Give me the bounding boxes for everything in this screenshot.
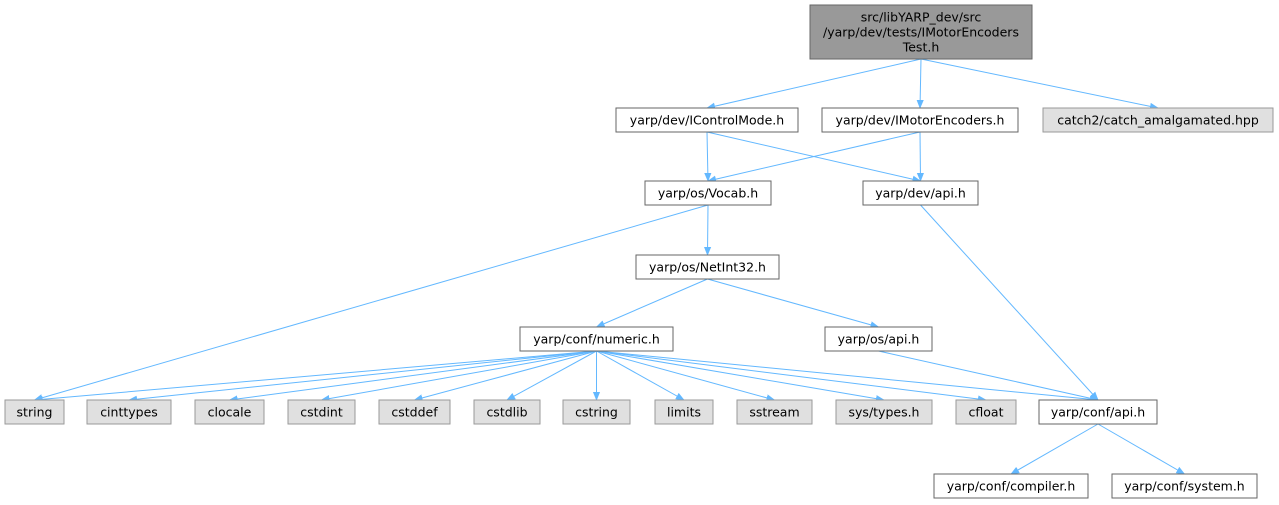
node-label: yarp/os/Vocab.h <box>658 186 758 201</box>
node-box <box>615 107 799 133</box>
node-label: src/libYARP_dev/src <box>861 10 982 25</box>
edge-numeric-to-sstream <box>596 350 776 402</box>
node-box <box>519 326 674 352</box>
node-label: yarp/dev/IControlMode.h <box>630 113 784 128</box>
node-cstddef: cstddef <box>378 399 451 425</box>
node-label: cstring <box>575 405 618 420</box>
node-label: cstddef <box>391 405 438 420</box>
node-limits: limits <box>654 399 714 425</box>
node-systypes: sys/types.h <box>835 399 933 425</box>
node-box <box>654 399 714 425</box>
node-box <box>809 4 1033 60</box>
node-box <box>86 399 172 425</box>
node-cfloat: cfloat <box>955 399 1017 425</box>
edge-numeric-to-string <box>33 350 597 403</box>
edge-devapi-to-confapi <box>920 204 1099 401</box>
node-box <box>562 399 631 425</box>
edge-numeric-to-cfloat <box>596 350 987 403</box>
node-label: string <box>17 405 53 420</box>
edge-numeric-to-systypes <box>596 350 885 403</box>
node-icontrolmode[interactable]: yarp/dev/IControlMode.h <box>615 107 799 133</box>
edge-imotorencoders-to-devapi <box>916 131 925 182</box>
node-label: sys/types.h <box>849 405 920 420</box>
node-cinttypes: cinttypes <box>86 399 172 425</box>
node-box <box>835 399 933 425</box>
node-label: sstream <box>749 405 799 420</box>
edge-numeric-to-cstdint <box>320 350 597 403</box>
edge-imotorencoders-to-vocab <box>707 131 921 183</box>
node-string: string <box>4 399 65 425</box>
edge-netint32-to-osapi <box>707 278 880 329</box>
node-label: yarp/conf/compiler.h <box>947 479 1076 494</box>
node-label: clocale <box>208 405 252 420</box>
node-box <box>635 254 780 280</box>
edge-confapi-to-system <box>1097 423 1186 475</box>
node-box <box>821 107 1019 133</box>
edge-numeric-to-cinttypes <box>128 350 597 403</box>
node-sstream: sstream <box>736 399 813 425</box>
node-netint32[interactable]: yarp/os/NetInt32.h <box>635 254 780 280</box>
node-box <box>824 326 933 352</box>
edge-numeric-to-clocale <box>228 350 597 403</box>
node-osapi[interactable]: yarp/os/api.h <box>824 326 933 352</box>
node-box <box>955 399 1017 425</box>
node-box <box>4 399 65 425</box>
node-box <box>473 399 541 425</box>
node-label: catch2/catch_amalgamated.hpp <box>1057 113 1259 128</box>
node-label: limits <box>667 405 701 420</box>
edge-numeric-to-cstddef <box>413 350 597 402</box>
node-label: Test.h <box>902 40 940 55</box>
node-vocab[interactable]: yarp/os/Vocab.h <box>644 180 772 206</box>
node-label: yarp/os/NetInt32.h <box>649 260 766 275</box>
edge-vocab-to-string <box>33 204 709 402</box>
node-label: yarp/conf/system.h <box>1124 479 1244 494</box>
node-imotorencoders[interactable]: yarp/dev/IMotorEncoders.h <box>821 107 1019 133</box>
node-confapi[interactable]: yarp/conf/api.h <box>1038 399 1158 425</box>
nodes-layer: src/libYARP_dev/src/yarp/dev/tests/IMoto… <box>4 4 1274 499</box>
node-box <box>644 180 772 206</box>
node-clocale: clocale <box>194 399 265 425</box>
node-label: yarp/conf/api.h <box>1051 405 1145 420</box>
node-label: cstdint <box>300 405 343 420</box>
node-box <box>736 399 813 425</box>
node-box <box>862 180 979 206</box>
node-label: cstdlib <box>486 405 527 420</box>
edge-netint32-to-numeric <box>595 278 708 328</box>
node-cstdlib: cstdlib <box>473 399 541 425</box>
node-label: yarp/os/api.h <box>838 332 920 347</box>
node-box <box>287 399 356 425</box>
node-catch2: catch2/catch_amalgamated.hpp <box>1042 107 1274 133</box>
node-box <box>194 399 265 425</box>
node-system[interactable]: yarp/conf/system.h <box>1111 473 1258 499</box>
node-label: yarp/dev/IMotorEncoders.h <box>836 113 1005 128</box>
node-compiler[interactable]: yarp/conf/compiler.h <box>933 473 1089 499</box>
edge-osapi-to-confapi <box>878 350 1099 402</box>
node-label: cinttypes <box>100 405 158 420</box>
edge-numeric-to-limits <box>596 350 685 401</box>
edge-confapi-to-compiler <box>1010 423 1099 475</box>
edge-root-to-catch2 <box>920 58 1159 110</box>
node-cstring: cstring <box>562 399 631 425</box>
edge-root-to-imotorencoders <box>916 58 924 109</box>
node-numeric[interactable]: yarp/conf/numeric.h <box>519 326 674 352</box>
edge-icontrolmode-to-vocab <box>704 131 712 182</box>
edge-numeric-to-confapi <box>596 350 1099 403</box>
edges-layer <box>33 58 1186 475</box>
node-box <box>1038 399 1158 425</box>
node-box <box>378 399 451 425</box>
node-label: yarp/conf/numeric.h <box>533 332 660 347</box>
node-box <box>933 473 1089 499</box>
edge-vocab-to-netint32 <box>703 204 712 256</box>
node-root[interactable]: src/libYARP_dev/src/yarp/dev/tests/IMoto… <box>809 4 1033 60</box>
edge-root-to-icontrolmode <box>706 58 922 110</box>
node-label: /yarp/dev/tests/IMotorEncoders <box>823 25 1019 40</box>
node-box <box>1042 107 1274 133</box>
node-label: yarp/dev/api.h <box>875 186 966 201</box>
node-box <box>1111 473 1258 499</box>
node-cstdint: cstdint <box>287 399 356 425</box>
node-devapi[interactable]: yarp/dev/api.h <box>862 180 979 206</box>
edge-numeric-to-cstdlib <box>506 350 597 401</box>
node-label: cfloat <box>969 405 1004 420</box>
